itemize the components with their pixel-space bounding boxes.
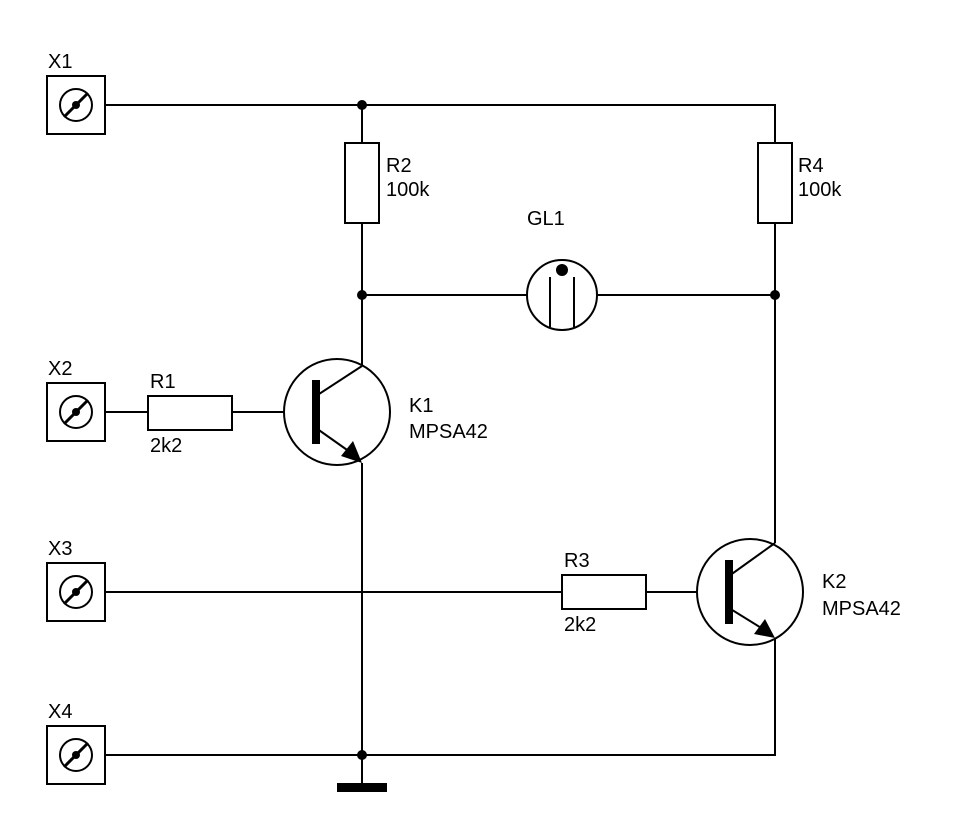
- junctions: [357, 100, 780, 760]
- connector-x1[interactable]: X1: [46, 51, 106, 135]
- junction-dot: [357, 100, 367, 110]
- connector-x1-label: X1: [48, 51, 72, 73]
- connector-x4-label: X4: [48, 701, 72, 723]
- transistor-k1-emitter-arrow: [341, 441, 362, 463]
- glow-lamp-dot: [556, 264, 568, 276]
- transistor-k2-emitter: [728, 607, 764, 630]
- connector-x2-pin: [72, 408, 80, 416]
- resistor-r2[interactable]: R2 100k: [344, 142, 430, 224]
- connector-x1-pin: [72, 101, 80, 109]
- transistor-k2-part: MPSA42: [822, 598, 901, 620]
- resistor-r1-body: [147, 395, 233, 431]
- resistor-r4-body: [757, 142, 793, 224]
- glow-lamp-gl1[interactable]: GL1: [526, 208, 598, 331]
- ground-symbol: [337, 783, 387, 792]
- transistor-k1-collector: [315, 365, 363, 397]
- resistor-r1-ref: R1: [150, 371, 176, 393]
- resistor-r4-ref: R4: [798, 155, 824, 177]
- connector-x4[interactable]: X4: [46, 701, 106, 785]
- resistor-r4-value: 100k: [798, 179, 842, 201]
- transistor-k2-collector: [728, 542, 776, 577]
- resistor-r2-body: [344, 142, 380, 224]
- glow-lamp-ref: GL1: [527, 208, 565, 230]
- resistor-r3-body: [561, 574, 647, 610]
- resistor-r1-value: 2k2: [150, 435, 182, 457]
- transistor-k1-part: MPSA42: [409, 421, 488, 443]
- transistor-k2-ref: K2: [822, 571, 846, 593]
- transistor-k1-ref: K1: [409, 395, 433, 417]
- wire-k2-emitter-bottom-rail: [77, 638, 776, 756]
- transistor-k1[interactable]: K1 MPSA42: [283, 358, 488, 466]
- transistor-k2-emitter-arrow: [754, 619, 775, 638]
- resistor-r3-ref: R3: [564, 550, 590, 572]
- transistor-k2[interactable]: K2 MPSA42: [696, 538, 901, 646]
- wires: [77, 104, 776, 785]
- connector-x3[interactable]: X3: [46, 538, 106, 622]
- connector-x4-pin: [72, 751, 80, 759]
- connector-x2[interactable]: X2: [46, 358, 106, 442]
- transistor-k1-emitter: [315, 427, 351, 453]
- connector-x3-label: X3: [48, 538, 72, 560]
- resistor-r3[interactable]: R3 2k2: [561, 550, 647, 636]
- transistor-k1-body: [283, 358, 391, 466]
- junction-dot: [770, 290, 780, 300]
- junction-dot: [357, 290, 367, 300]
- wire-x1-top-rail: [77, 104, 776, 143]
- glow-lamp-body: [526, 259, 598, 331]
- connector-x3-pin: [72, 588, 80, 596]
- transistor-k2-body: [696, 538, 804, 646]
- resistor-r1[interactable]: R1 2k2: [147, 371, 233, 457]
- junction-dot: [357, 750, 367, 760]
- resistor-r4[interactable]: R4 100k: [757, 142, 842, 224]
- resistor-r2-ref: R2: [386, 155, 412, 177]
- resistor-r2-value: 100k: [386, 179, 430, 201]
- connector-x2-label: X2: [48, 358, 72, 380]
- resistor-r3-value: 2k2: [564, 614, 596, 636]
